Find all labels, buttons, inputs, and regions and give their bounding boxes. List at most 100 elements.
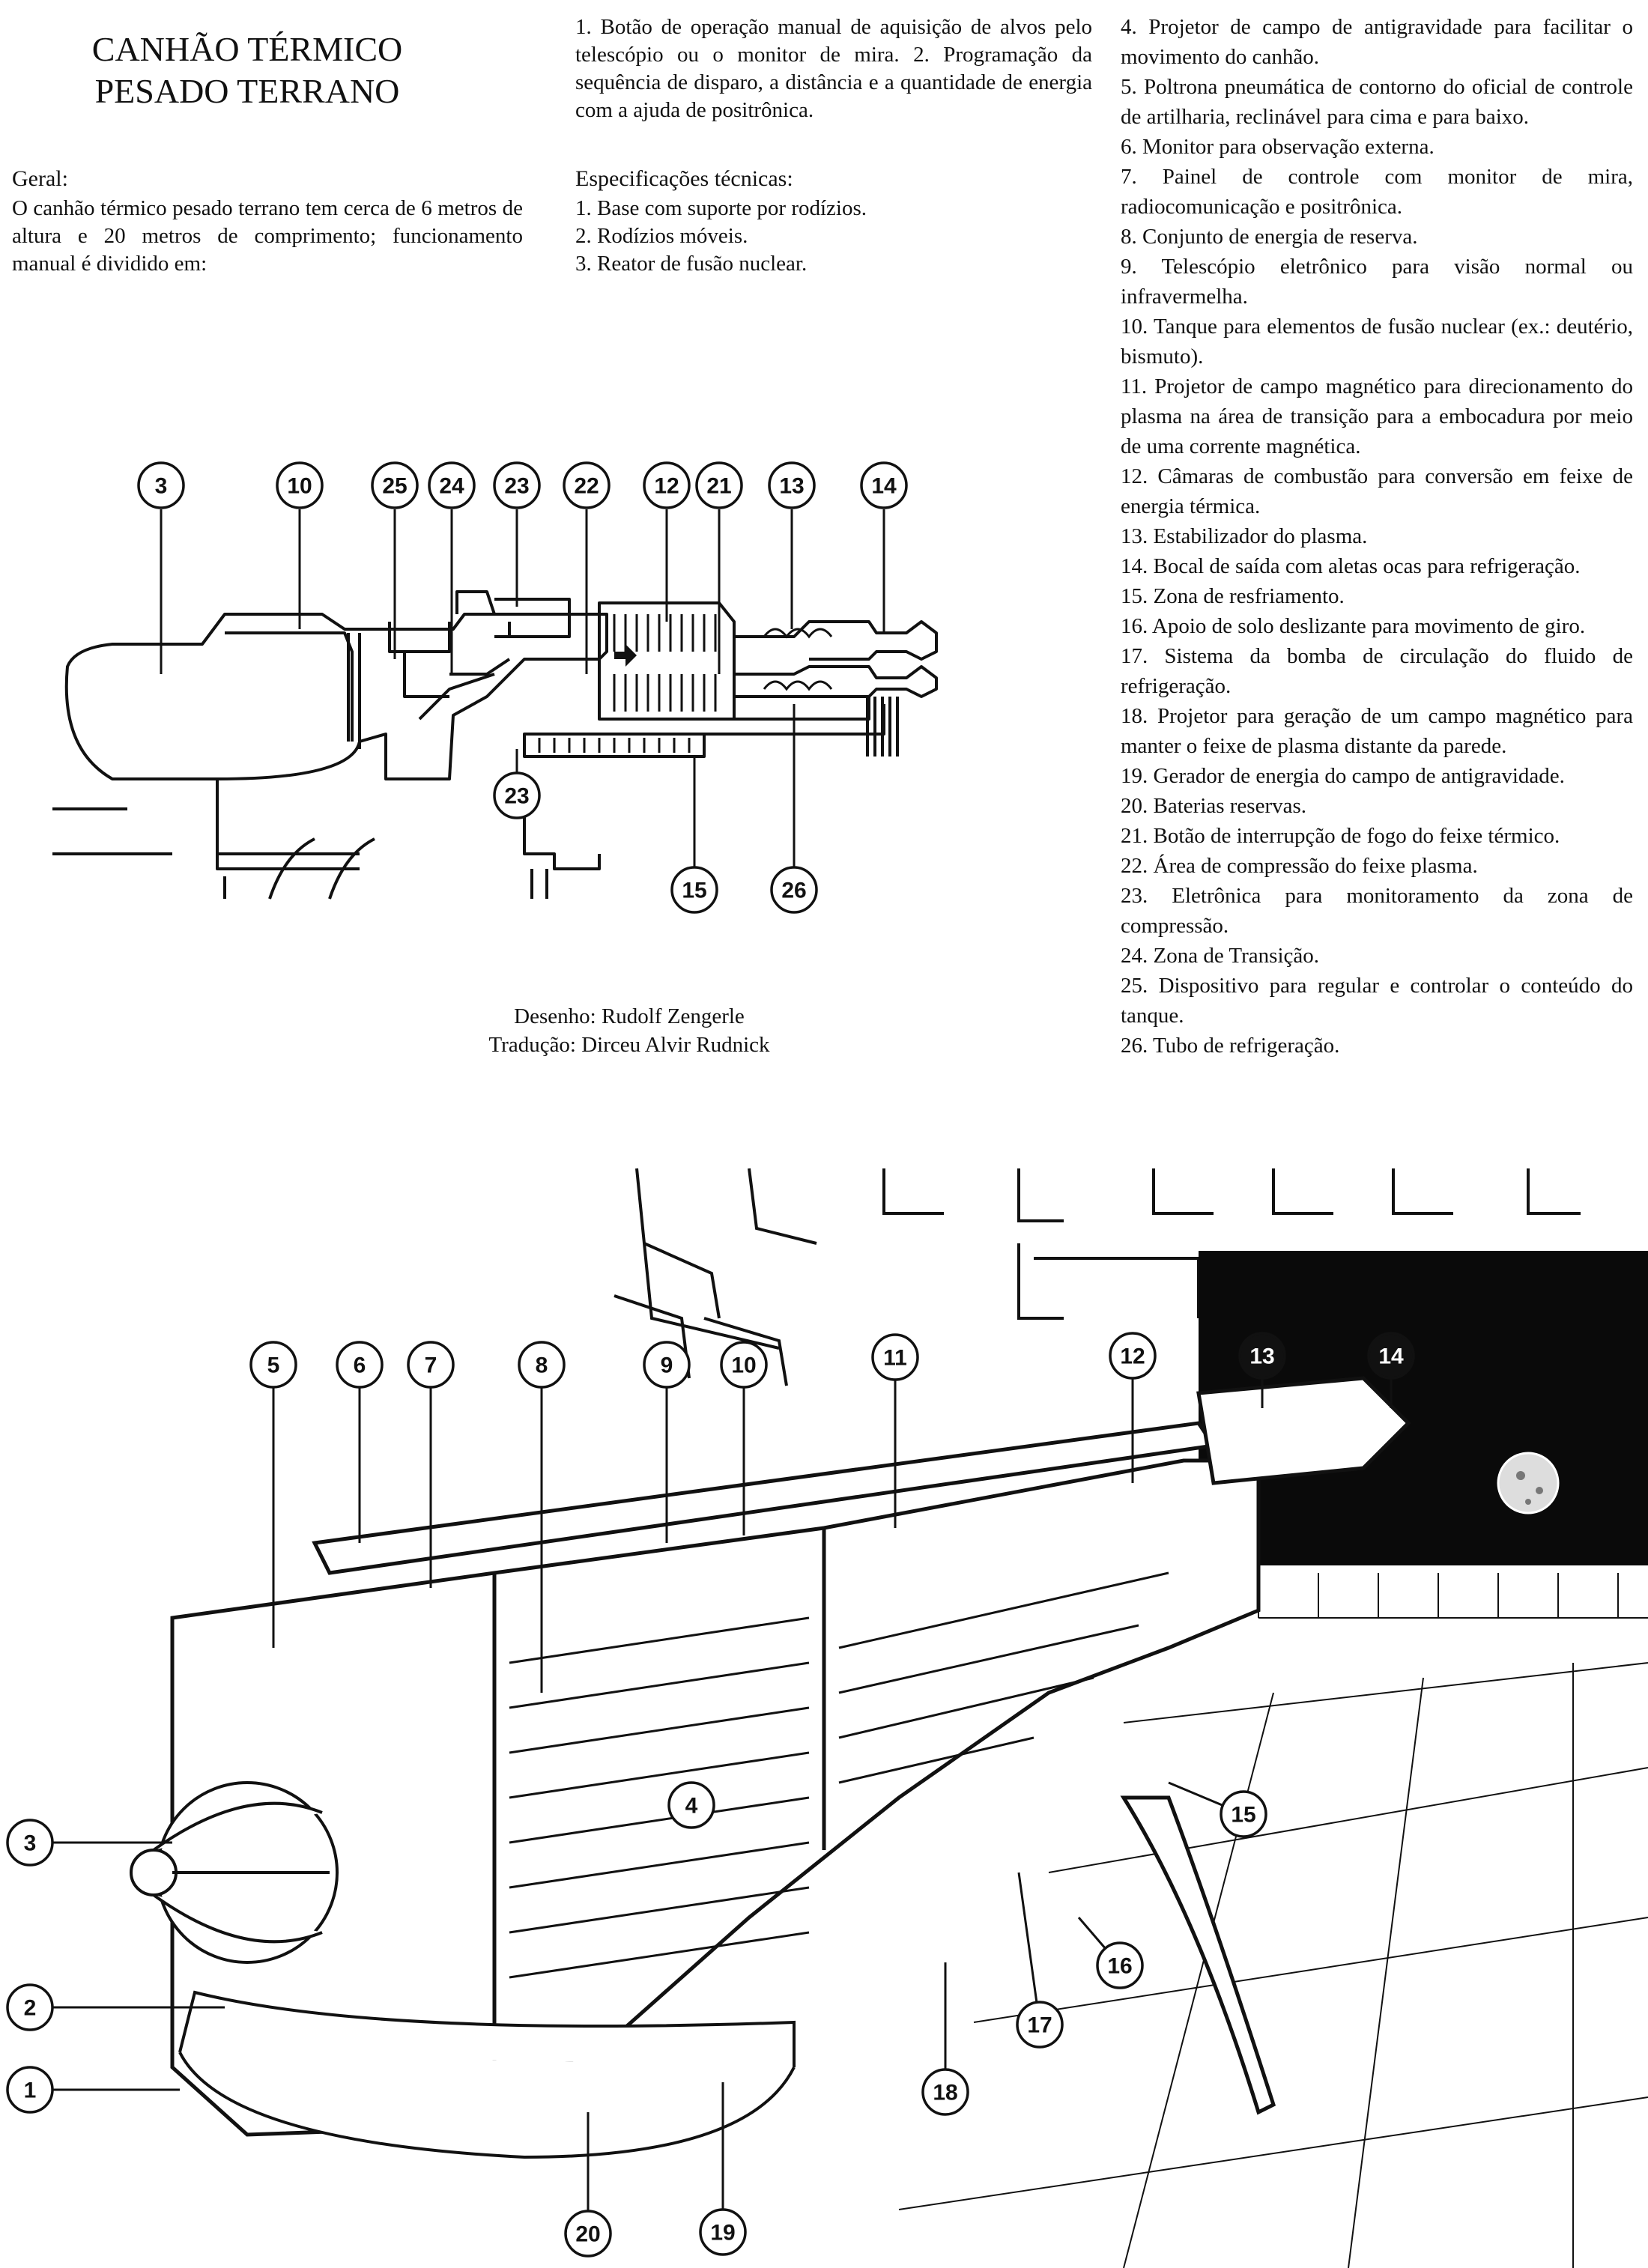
callout-label: 14 — [871, 474, 897, 499]
callout-cutaway-5: 5 — [249, 1341, 297, 1389]
specs-list: 1. Base com suporte por rodízios. 2. Rod… — [575, 195, 867, 278]
part-item-4: 4. Projetor de campo de antigravidade pa… — [1121, 15, 1633, 69]
callout-schematic-21: 21 — [695, 461, 743, 509]
callout-label: 22 — [574, 474, 599, 499]
part-item-15: 15. Zona de resfriamento. — [1121, 584, 1345, 608]
callout-schematic-23: 23 — [493, 771, 541, 819]
callout-schematic-26: 26 — [770, 866, 818, 914]
callout-cutaway-10: 10 — [720, 1341, 768, 1389]
callout-label: 3 — [155, 474, 168, 499]
callout-label: 13 — [1249, 1344, 1274, 1369]
callout-label: 14 — [1378, 1344, 1404, 1369]
callout-schematic-15: 15 — [670, 866, 718, 914]
callout-label: 20 — [575, 2222, 600, 2247]
parts-list: 4. Projetor de campo de antigravidade pa… — [1121, 12, 1633, 1061]
callout-label: 10 — [287, 474, 312, 499]
callout-label: 1 — [24, 2079, 37, 2103]
callout-label: 7 — [425, 1353, 437, 1378]
callout-label: 26 — [781, 879, 806, 903]
part-item-7: 7. Painel de controle com monitor de mir… — [1121, 165, 1633, 219]
part-item-13: 13. Estabilizador do plasma. — [1121, 524, 1368, 548]
part-item-8: 8. Conjunto de energia de reserva. — [1121, 225, 1418, 249]
callout-label: 3 — [24, 1831, 37, 1856]
geral-heading: Geral: — [12, 166, 68, 191]
part-item-12: 12. Câmaras de combustão para conversão … — [1121, 464, 1633, 518]
part-item-6: 6. Monitor para observação externa. — [1121, 135, 1435, 159]
callout-cutaway-8: 8 — [518, 1341, 566, 1389]
callout-label: 23 — [504, 784, 529, 809]
callout-schematic-13: 13 — [768, 461, 816, 509]
callout-cutaway-11: 11 — [871, 1333, 919, 1381]
callout-cutaway-14: 14 — [1367, 1332, 1415, 1380]
callout-schematic-22: 22 — [563, 461, 611, 509]
callout-label: 19 — [710, 2221, 735, 2246]
callout-cutaway-19: 19 — [699, 2208, 747, 2256]
credits: Desenho: Rudolf Zengerle Tradução: Dirce… — [449, 1002, 809, 1059]
callout-label: 16 — [1107, 1954, 1132, 1979]
callout-cutaway-6: 6 — [336, 1341, 384, 1389]
callout-label: 12 — [654, 474, 679, 499]
callout-cutaway-12: 12 — [1109, 1332, 1157, 1380]
part-item-10: 10. Tanque para elementos de fusão nucle… — [1121, 315, 1633, 369]
callout-cutaway-9: 9 — [643, 1341, 691, 1389]
part-item-16: 16. Apoio de solo deslizante para movime… — [1121, 614, 1586, 638]
specs-heading: Especificações técnicas: — [575, 166, 793, 191]
credit-drawing: Desenho: Rudolf Zengerle — [514, 1004, 745, 1028]
callout-schematic-14: 14 — [860, 461, 908, 509]
callout-label: 21 — [706, 474, 731, 499]
spec-item: 2. Rodízios móveis. — [575, 224, 748, 248]
part-item-20: 20. Baterias reservas. — [1121, 794, 1307, 818]
callout-label: 11 — [883, 1346, 907, 1371]
callout-schematic-12: 12 — [643, 461, 691, 509]
callout-label: 8 — [536, 1353, 548, 1378]
callout-cutaway-13: 13 — [1238, 1332, 1286, 1380]
callout-schematic-23: 23 — [493, 461, 541, 509]
callout-label: 23 — [504, 474, 529, 499]
callout-label: 12 — [1120, 1344, 1145, 1369]
part-item-22: 22. Área de compressão do feixe plasma. — [1121, 854, 1478, 878]
part-item-24: 24. Zona de Transição. — [1121, 944, 1319, 968]
geral-text: O canhão térmico pesado terrano tem cerc… — [12, 196, 523, 276]
callout-label: 15 — [1231, 1803, 1255, 1828]
callout-cutaway-17: 17 — [1016, 2001, 1064, 2049]
part-item-11: 11. Projetor de campo magnético para dir… — [1121, 375, 1633, 458]
callout-cutaway-16: 16 — [1096, 1941, 1144, 1989]
callout-schematic-10: 10 — [276, 461, 324, 509]
callout-label: 17 — [1027, 2013, 1052, 2038]
spec-item: 1. Base com suporte por rodízios. — [575, 196, 867, 220]
part-item-19: 19. Gerador de energia do campo de antig… — [1121, 764, 1565, 788]
callout-label: 2 — [24, 1996, 37, 2021]
callout-schematic-24: 24 — [428, 461, 476, 509]
part-item-26: 26. Tubo de refrigeração. — [1121, 1034, 1340, 1058]
callout-schematic-3: 3 — [137, 461, 185, 509]
callout-cutaway-7: 7 — [407, 1341, 455, 1389]
callout-cutaway-20: 20 — [564, 2210, 612, 2258]
callout-label: 18 — [933, 2081, 957, 2105]
part-item-21: 21. Botão de interrupção de fogo do feix… — [1121, 824, 1560, 848]
planet-icon — [1497, 1452, 1560, 1514]
callout-cutaway-2: 2 — [6, 1983, 54, 2031]
callout-label: 6 — [354, 1353, 366, 1378]
callout-label: 4 — [685, 1794, 698, 1819]
callout-label: 24 — [439, 474, 464, 499]
callout-cutaway-4: 4 — [667, 1781, 715, 1829]
part-item-17: 17. Sistema da bomba de circulação do fl… — [1121, 644, 1633, 698]
spec-item: 3. Reator de fusão nuclear. — [575, 252, 808, 276]
part-item-5: 5. Poltrona pneumática de contorno do of… — [1121, 75, 1633, 129]
title-line-2: PESADO TERRANO — [94, 72, 400, 110]
callout-label: 5 — [267, 1353, 280, 1378]
title-line-1: CANHÃO TÉRMICO — [91, 30, 403, 68]
part-item-18: 18. Projetor para geração de um campo ma… — [1121, 704, 1633, 758]
callout-label: 25 — [382, 474, 407, 499]
part-item-9: 9. Telescópio eletrônico para visão norm… — [1121, 255, 1633, 309]
page-title: CANHÃO TÉRMICO PESADO TERRANO — [15, 28, 479, 112]
space-window — [1199, 1251, 1648, 1565]
credit-translation: Tradução: Dirceu Alvir Rudnick — [488, 1033, 770, 1057]
part-item-25: 25. Dispositivo para regular e controlar… — [1121, 974, 1633, 1028]
part-item-23: 23. Eletrônica para monitoramento da zon… — [1121, 884, 1633, 938]
operation-text: 1. Botão de operação manual de aquisição… — [575, 15, 1092, 122]
callout-label: 13 — [779, 474, 804, 499]
callout-label: 15 — [682, 879, 706, 903]
callout-cutaway-3: 3 — [6, 1819, 54, 1867]
callout-cutaway-18: 18 — [921, 2068, 969, 2116]
